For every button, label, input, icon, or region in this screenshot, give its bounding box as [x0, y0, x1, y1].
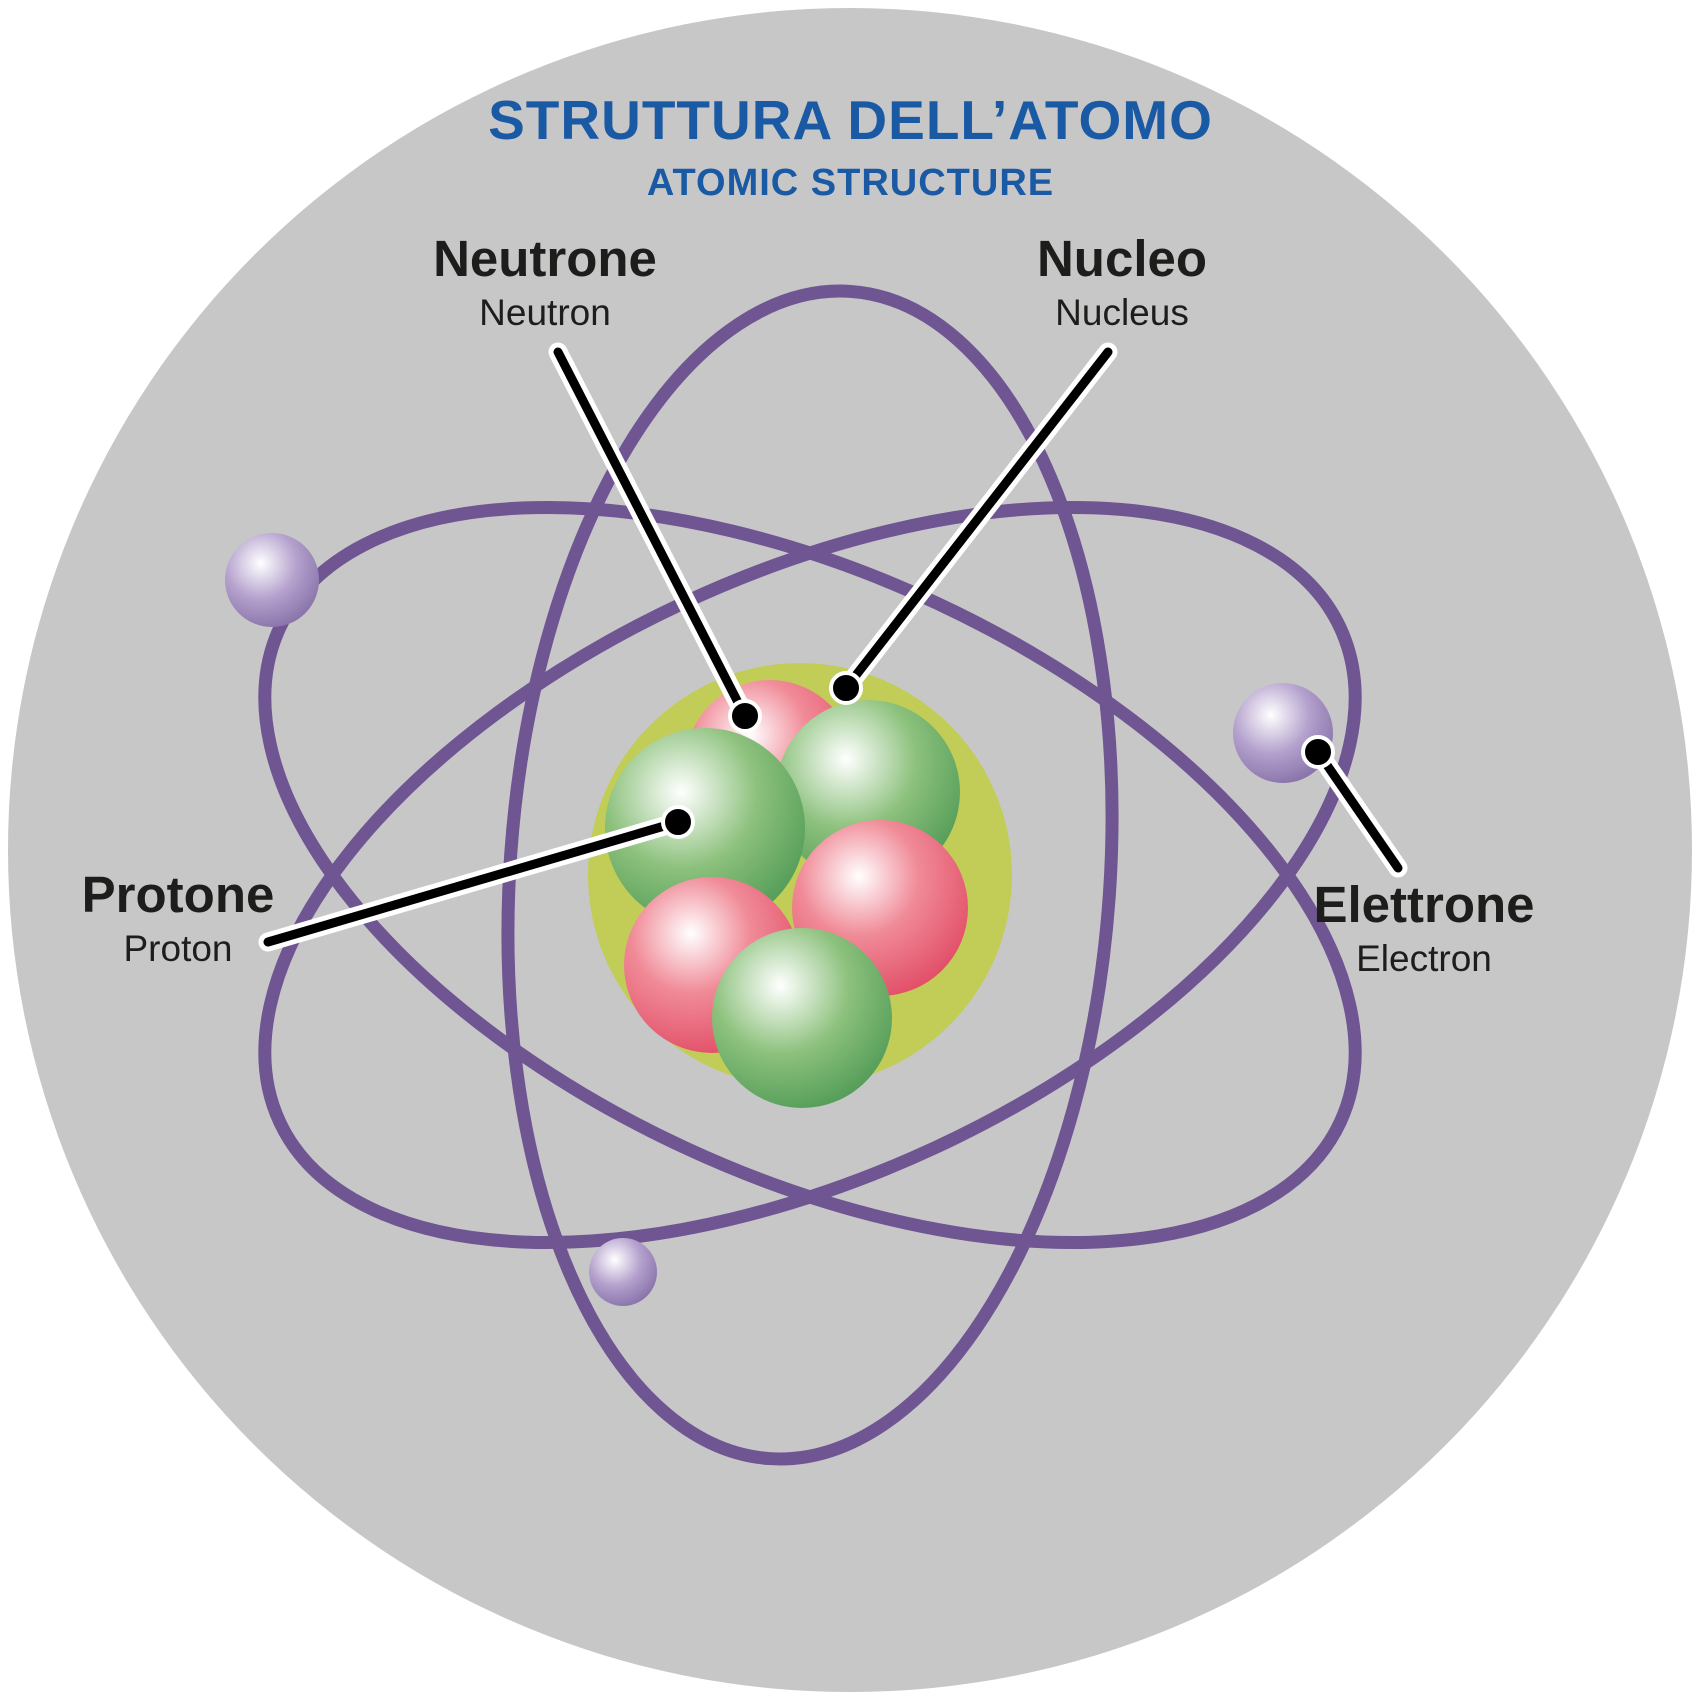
nucleus-particles — [605, 680, 968, 1108]
page-title: STRUTTURA DELL’ATOMO — [488, 89, 1213, 151]
page-subtitle: ATOMIC STRUCTURE — [646, 162, 1055, 204]
orbit-vertical — [501, 284, 1119, 1466]
neutron-pointer-line — [553, 347, 750, 721]
neutron-pointer-dot — [728, 699, 762, 733]
orbit-diagonal-left — [258, 501, 1362, 1249]
nucleus-label-italian: Nucleo — [1036, 230, 1208, 287]
electron-sphere-bottom — [589, 1238, 657, 1306]
diagram-title-block: STRUTTURA DELL’ATOMO ATOMIC STRUCTURE — [488, 88, 1213, 205]
proton-label: Protone Proton — [82, 868, 275, 970]
electron-pointer-line — [1313, 747, 1403, 873]
nucleus-pointer-line — [841, 347, 1113, 693]
electron-label-italian: Elettrone — [1313, 876, 1535, 933]
proton-sphere-bottom — [712, 928, 892, 1108]
electron-label-english: Electron — [1356, 937, 1492, 979]
proton-pointer-line — [263, 817, 683, 947]
pointer-lines — [258, 342, 1408, 952]
electron-sphere-top-left — [225, 533, 319, 627]
nucleus-label: Nucleo Nucleus — [1037, 232, 1207, 334]
proton-label-italian: Protone — [81, 866, 275, 923]
electron-pointer-dot — [1301, 735, 1335, 769]
neutron-label-italian: Neutrone — [433, 230, 657, 287]
nucleus-label-english: Nucleus — [1055, 291, 1189, 333]
neutron-label-english: Neutron — [479, 291, 611, 333]
neutron-label: Neutrone Neutron — [433, 232, 657, 334]
electron-label: Elettrone Electron — [1313, 878, 1534, 980]
proton-label-english: Proton — [123, 927, 233, 969]
proton-sphere-left — [605, 728, 805, 928]
proton-pointer-dot — [661, 805, 695, 839]
nucleus-pointer-dot — [829, 671, 863, 705]
